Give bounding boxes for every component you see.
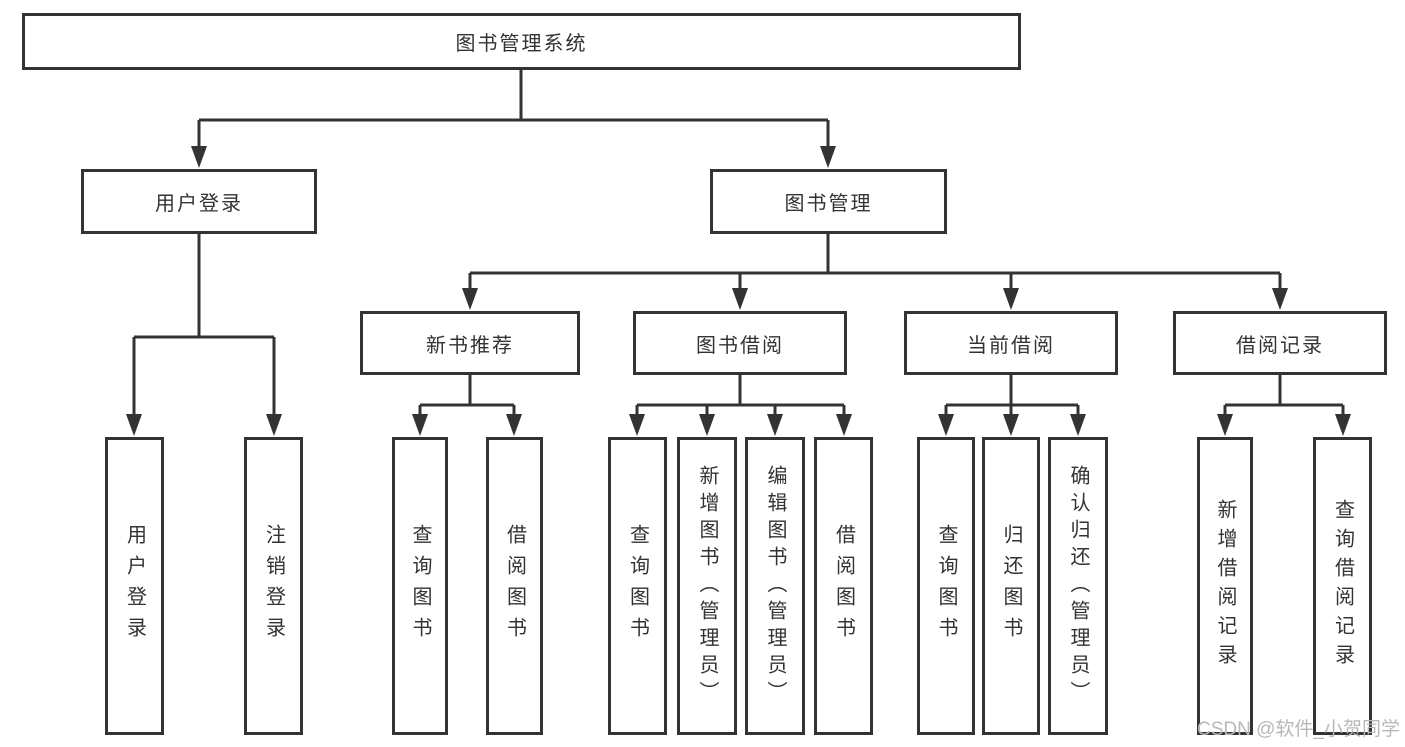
leaf-add-record-label: 新增借阅记录 [1214, 499, 1236, 673]
leaf-logout: 注销登录 [244, 437, 303, 735]
node-library-system: 图书管理系统 [22, 13, 1021, 70]
node-book-borrow-label: 图书借阅 [696, 334, 784, 357]
leaf-user-login-label: 用户登录 [123, 524, 146, 648]
leaf-return-book-label: 归还图书 [1000, 524, 1022, 648]
node-new-book-recommend-label: 新书推荐 [426, 334, 514, 357]
node-current-borrow: 当前借阅 [904, 311, 1118, 375]
leaf-current-query: 查询图书 [917, 437, 975, 735]
leaf-confirm-return: 确认归还（管理员） [1048, 437, 1108, 735]
leaf-query-record: 查询借阅记录 [1313, 437, 1372, 735]
leaf-add-record: 新增借阅记录 [1197, 437, 1253, 735]
leaf-borrow-book-label: 借阅图书 [832, 524, 855, 648]
leaf-query-record-label: 查询借阅记录 [1331, 499, 1354, 673]
leaf-current-query-label: 查询图书 [935, 524, 957, 648]
leaf-confirm-return-label: 确认归还（管理员） [1067, 464, 1089, 708]
watermark: CSDN @软件_小贺同学 [1197, 719, 1400, 740]
node-library-system-label: 图书管理系统 [455, 33, 588, 55]
node-new-book-recommend: 新书推荐 [360, 311, 580, 375]
leaf-newbooks-query: 查询图书 [392, 437, 448, 735]
leaf-newbooks-query-label: 查询图书 [409, 524, 431, 648]
leaf-newbooks-borrow: 借阅图书 [486, 437, 543, 735]
leaf-borrow-add-book: 新增图书（管理员） [677, 437, 737, 735]
leaf-newbooks-borrow-label: 借阅图书 [503, 524, 526, 648]
node-book-management-label: 图书管理 [784, 193, 873, 215]
node-borrow-records: 借阅记录 [1173, 311, 1387, 375]
leaf-return-book: 归还图书 [982, 437, 1040, 735]
leaf-borrow-add-book-label: 新增图书（管理员） [696, 464, 718, 708]
leaf-logout-label: 注销登录 [262, 524, 285, 648]
leaf-user-login: 用户登录 [105, 437, 164, 735]
leaf-borrow-edit-book-label: 编辑图书（管理员） [764, 464, 786, 708]
node-borrow-records-label: 借阅记录 [1236, 334, 1324, 357]
leaf-borrow-query-label: 查询图书 [626, 524, 649, 648]
node-current-borrow-label: 当前借阅 [967, 334, 1055, 357]
node-book-management: 图书管理 [710, 169, 947, 234]
leaf-borrow-query: 查询图书 [608, 437, 667, 735]
leaf-borrow-edit-book: 编辑图书（管理员） [745, 437, 805, 735]
node-user-login: 用户登录 [81, 169, 317, 234]
leaf-borrow-book: 借阅图书 [814, 437, 873, 735]
node-user-login-label: 用户登录 [155, 193, 243, 215]
node-book-borrow: 图书借阅 [633, 311, 847, 375]
